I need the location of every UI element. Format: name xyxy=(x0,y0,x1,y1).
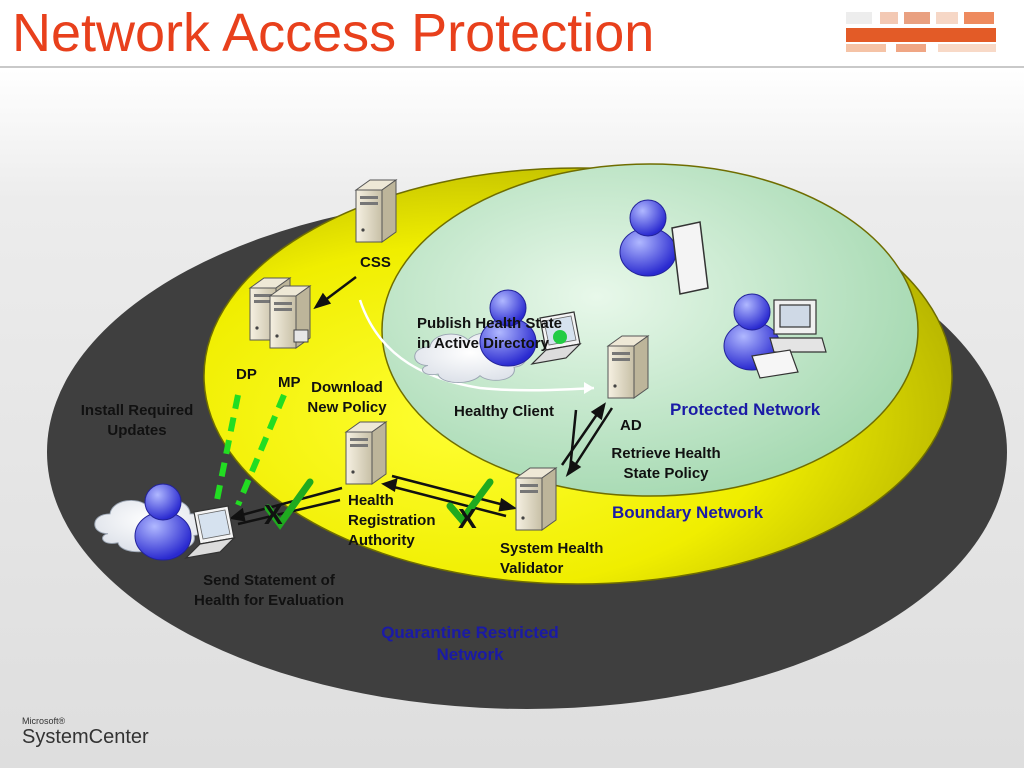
send-statement-label: Send Statement of Health for Evaluation xyxy=(193,572,345,609)
quarantine-network-label: Quarantine Restricted Network xyxy=(381,623,559,664)
tablet-icon xyxy=(671,221,709,295)
retrieve-policy-label: Retrieve Health State Policy xyxy=(611,445,721,482)
mp-label: MP xyxy=(278,374,301,391)
desktop-computer-icon xyxy=(751,299,827,379)
x-mark: X xyxy=(264,499,283,530)
x-mark: X xyxy=(458,503,477,534)
shv-label: System Health Validator xyxy=(500,540,604,577)
publish-health-arrow xyxy=(358,299,595,392)
mp-monitor-icon xyxy=(293,329,309,343)
systemcenter-logo: Microsoft® SystemCenter xyxy=(22,716,149,748)
brand-logo-icon xyxy=(846,12,996,52)
ad-label: AD xyxy=(620,417,642,434)
healthy-check-badge-icon xyxy=(553,330,567,344)
check-mark-icon xyxy=(446,478,494,526)
hra-label: Health Registration Authority xyxy=(348,492,436,549)
mp-dotted-link xyxy=(235,393,287,507)
css-label: CSS xyxy=(360,254,391,271)
protected-network-label: Protected Network xyxy=(670,400,821,419)
dp-dotted-link xyxy=(213,394,241,506)
hra-server-icon xyxy=(345,421,387,485)
slide-title: Network Access Protection xyxy=(12,3,655,63)
brand-prefix: Microsoft® xyxy=(22,716,66,726)
dp-label: DP xyxy=(236,366,257,383)
brand-name: SystemCenter xyxy=(22,726,149,748)
download-policy-label: Download New Policy xyxy=(307,379,387,416)
publish-health-label: Publish Health State in Active Directory xyxy=(417,315,563,352)
shv-server-icon xyxy=(515,467,557,531)
css-to-dp-arrow xyxy=(313,276,357,310)
shv-ad-arrows xyxy=(560,402,614,477)
boundary-network-label: Boundary Network xyxy=(612,503,764,522)
healthy-client-label: Healthy Client xyxy=(454,403,555,420)
protected-zone xyxy=(381,163,919,497)
hra-shv-arrows xyxy=(381,474,518,518)
publish-arrowhead xyxy=(584,382,594,394)
install-updates-label: Install Required Updates xyxy=(80,402,194,439)
ad-server-icon xyxy=(607,335,649,399)
title-divider xyxy=(0,66,1024,68)
css-server-icon xyxy=(355,179,397,243)
check-mark-icon xyxy=(264,478,314,530)
